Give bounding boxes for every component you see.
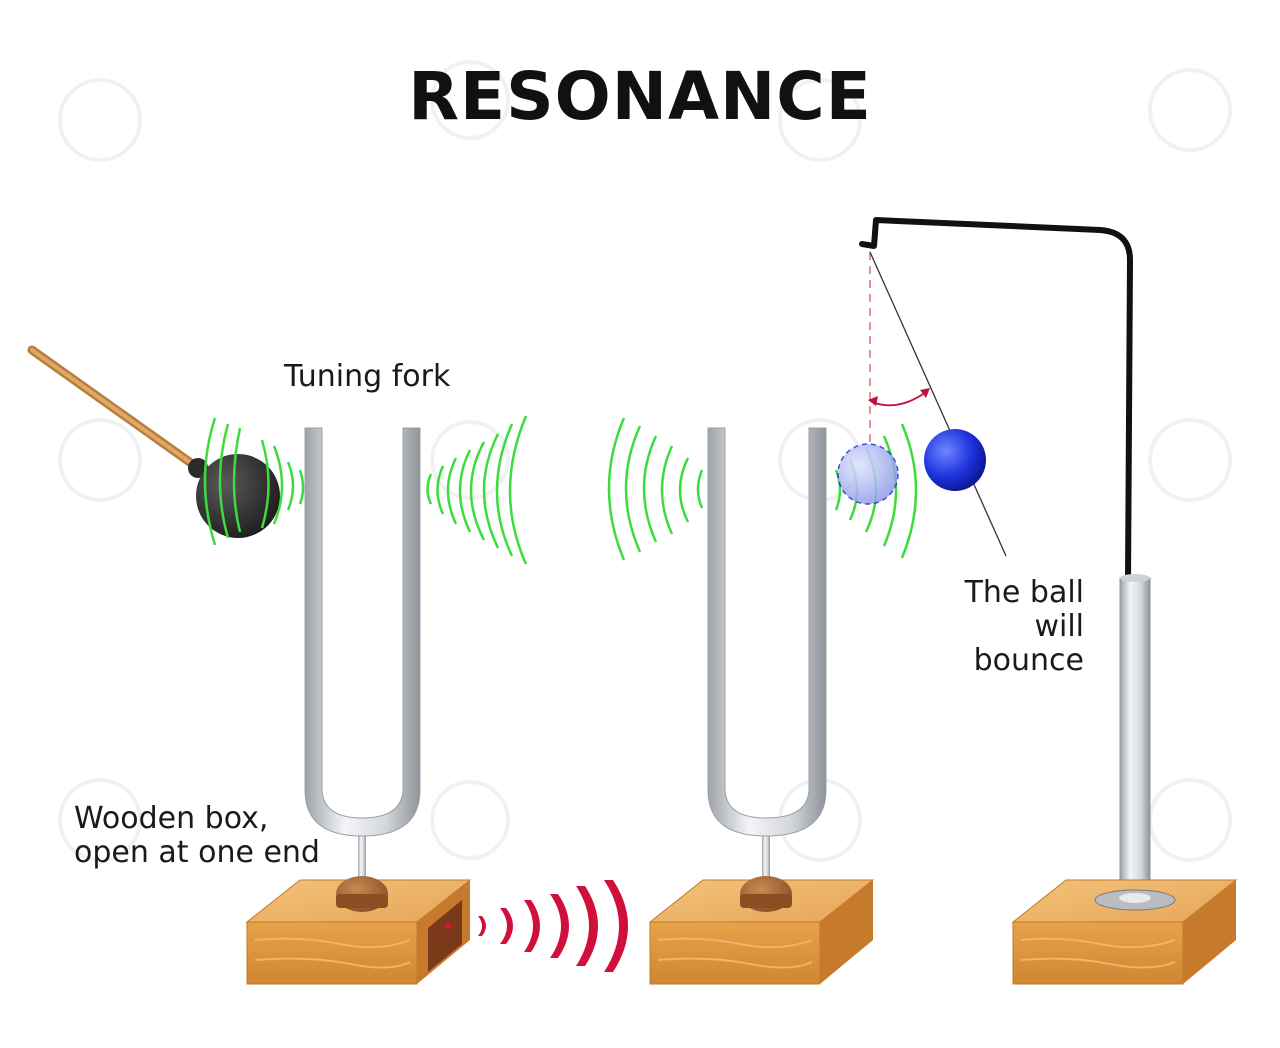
sound-waves-left [203,415,528,565]
ball-ghost-icon [837,443,899,505]
wooden-box-icon [245,879,472,985]
sound-waves-middle [607,417,918,561]
page-title: RESONANCE [408,58,872,135]
tuning-fork-icon [304,427,421,912]
wooden-box-icon [648,879,875,985]
tuning-fork-icon [707,427,827,912]
wooden-box-label-line1: Wooden box, [74,801,269,836]
ball-icon [924,429,986,491]
ball-label-line1: The ball [964,575,1084,610]
stand-icon [859,217,1151,899]
tuning-fork-label: Tuning fork [284,360,450,394]
wooden-box-label-line2: open at one end [74,835,320,870]
ball-label: The ball will bounce [916,576,1084,678]
wooden-box-label: Wooden box, open at one end [74,802,320,870]
pendulum [868,251,1007,557]
wooden-box-icon [1011,879,1238,985]
air-waves [478,880,628,972]
ball-label-line2: will bounce [973,609,1084,678]
tuning-fork-label-text: Tuning fork [284,359,451,394]
mallet-icon [27,345,280,538]
